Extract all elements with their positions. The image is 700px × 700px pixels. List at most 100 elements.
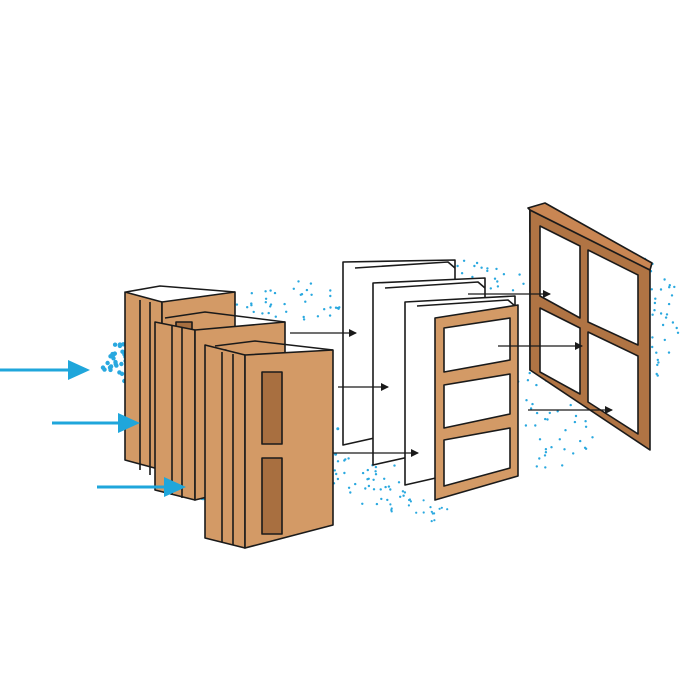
pleated-cardboard-filter-icon [124, 285, 334, 549]
particle [264, 297, 268, 300]
particle [120, 349, 125, 354]
particle [386, 498, 389, 502]
particle [366, 468, 369, 472]
particle [446, 508, 449, 511]
particle [529, 407, 533, 410]
particle [387, 485, 391, 488]
particle [383, 477, 386, 480]
particle [397, 481, 401, 484]
particle [544, 448, 548, 451]
particle [526, 379, 530, 382]
particle [591, 436, 594, 439]
particle [300, 293, 304, 296]
particle [336, 460, 340, 463]
particle [305, 288, 309, 292]
particle [531, 402, 534, 406]
particle [430, 510, 433, 513]
particle [329, 289, 332, 292]
particle [119, 371, 125, 376]
particle [511, 289, 515, 292]
particle [456, 264, 459, 268]
particle [380, 497, 383, 501]
particle [343, 459, 346, 462]
particle [374, 465, 378, 469]
particle [100, 365, 106, 370]
particle [361, 471, 365, 475]
particle [489, 287, 492, 290]
particle [264, 290, 267, 293]
particle [656, 374, 659, 377]
particle [524, 424, 528, 427]
particle [292, 287, 295, 290]
particle [670, 294, 674, 297]
particle [329, 294, 332, 298]
particle [438, 507, 441, 510]
particle [269, 305, 272, 308]
particle [574, 414, 578, 418]
particle [375, 502, 379, 506]
particle [267, 311, 270, 315]
particle [304, 300, 307, 303]
particle [495, 267, 498, 271]
particle [528, 371, 531, 375]
particle [502, 273, 506, 276]
particle [668, 286, 671, 289]
particle [572, 452, 575, 455]
particle [584, 420, 587, 423]
particle [250, 292, 253, 295]
particle [569, 403, 572, 407]
particle [473, 264, 476, 268]
particle [235, 303, 239, 306]
particle [364, 487, 367, 490]
particle [366, 478, 369, 481]
particle [338, 306, 341, 309]
particle [663, 278, 666, 281]
particle [390, 508, 393, 512]
particle [105, 360, 110, 366]
particle [671, 321, 675, 324]
inner-flow-arrows [290, 290, 613, 457]
particle [422, 499, 425, 502]
particle [651, 336, 654, 339]
particle [538, 457, 541, 460]
particle [564, 429, 567, 432]
particle [659, 312, 663, 315]
particle [347, 486, 351, 489]
particle [535, 383, 538, 387]
particle [367, 484, 371, 488]
particle [361, 502, 364, 505]
particle [535, 465, 538, 468]
particle [349, 491, 352, 494]
particle [667, 302, 671, 306]
particle [561, 464, 564, 467]
particle [573, 420, 577, 424]
particle [654, 297, 657, 300]
particle [544, 466, 547, 469]
particle [584, 425, 588, 428]
particle [525, 399, 528, 402]
particle [302, 318, 306, 321]
particle [653, 301, 657, 305]
particle [665, 313, 669, 316]
particle [399, 495, 402, 498]
particle [544, 451, 548, 454]
window-frame-icon [527, 202, 653, 451]
particle [651, 345, 654, 349]
particle [403, 491, 407, 494]
particle [389, 503, 392, 506]
particle [496, 285, 500, 288]
particle [274, 315, 277, 318]
particle [407, 504, 410, 507]
particle [656, 358, 659, 362]
particle [323, 308, 326, 311]
arrow-right-icon [0, 360, 186, 497]
particle [336, 477, 340, 481]
particle [252, 310, 255, 314]
particle [651, 313, 654, 316]
particle [110, 351, 115, 357]
particle [372, 488, 376, 491]
particle [112, 342, 118, 347]
particle [111, 356, 116, 361]
